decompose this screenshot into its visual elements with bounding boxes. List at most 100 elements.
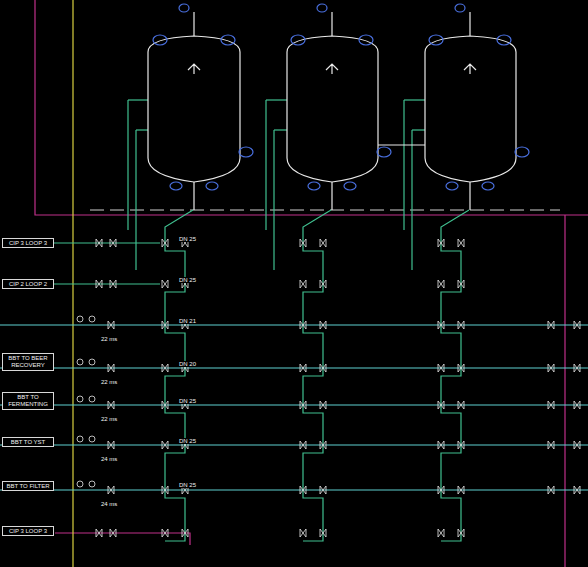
valve-symbol [108, 441, 114, 449]
pipe-size: DN 25 [178, 398, 197, 404]
gauge-symbol [77, 481, 83, 487]
gauge-tag: 22 ms [100, 379, 118, 385]
gauge-symbol [89, 436, 95, 442]
valve-symbol [548, 321, 580, 329]
valve-symbol [162, 280, 168, 288]
boundary-line [90, 209, 560, 210]
box-label: CIP 3 LOOP 3 [5, 240, 51, 247]
valve-symbol [320, 529, 326, 537]
source-box: BBT TO FILTER [2, 481, 54, 492]
box-label: CIP 2 LOOP 2 [5, 281, 51, 288]
gauge-symbol [77, 359, 83, 365]
gauge-tag: 22 ms [100, 416, 118, 422]
source-box: CIP 3 LOOP 3 [2, 238, 54, 249]
source-box: CIP 2 LOOP 2 [2, 279, 54, 290]
valve-symbol [162, 239, 168, 247]
valve-symbol [458, 529, 464, 537]
valve-symbol [548, 364, 580, 372]
source-box: BBT TO FERMENTING [2, 392, 54, 410]
valve-symbol [96, 239, 116, 247]
valve-symbol [458, 239, 464, 247]
valve-symbol [320, 441, 326, 449]
gauge-symbol [77, 396, 83, 402]
valve-symbol [438, 401, 444, 409]
valve-symbol [320, 486, 326, 494]
pipe-size: DN 21 [178, 318, 197, 324]
valve-symbol [96, 529, 116, 537]
valve-symbol [458, 280, 464, 288]
valve-symbol [300, 401, 306, 409]
tanks [148, 12, 516, 210]
source-box: BBT TO YST [2, 437, 54, 448]
zigzag-pipe [165, 210, 193, 541]
valve-symbol [458, 364, 464, 372]
valve-symbol [458, 486, 464, 494]
valve-symbol [300, 280, 306, 288]
gauge-symbol [77, 436, 83, 442]
valve-symbol [548, 401, 580, 409]
valve-symbol [320, 401, 326, 409]
valve-symbol [438, 529, 444, 537]
valve-symbol [438, 239, 444, 247]
pipe-size: DN 25 [178, 438, 197, 444]
valve-symbol [438, 441, 444, 449]
valve-symbol [300, 529, 306, 537]
valve-symbol [320, 239, 326, 247]
valve-symbol [108, 486, 114, 494]
gauge-tag: 24 ms [100, 456, 118, 462]
valve-symbol [108, 321, 114, 329]
gauge-symbol [89, 481, 95, 487]
valve-symbol [438, 486, 444, 494]
valve-symbol [162, 321, 168, 329]
valve-symbol [548, 486, 580, 494]
valve-matrix [77, 210, 580, 541]
valve-symbol [108, 364, 114, 372]
valve-symbol [300, 441, 306, 449]
pipe-size: DN 25 [178, 236, 197, 242]
box-label: CIP 3 LOOP 3 [5, 528, 51, 535]
zigzag-pipe [441, 210, 469, 541]
gauge-tag: 24 ms [100, 501, 118, 507]
valve-symbol [300, 239, 306, 247]
pipe-size: DN 25 [178, 482, 197, 488]
valve-symbol [458, 401, 464, 409]
drain-line [564, 215, 565, 567]
valve-symbol [548, 441, 580, 449]
gauge-symbol [89, 396, 95, 402]
valve-symbol [108, 401, 114, 409]
source-box: BBT TO BEER RECOVERY [2, 353, 54, 371]
box-label: BBT TO YST [5, 439, 51, 446]
gauge-symbol [77, 316, 83, 322]
gauge-symbol [89, 316, 95, 322]
source-box: CIP 3 LOOP 3 [2, 526, 54, 537]
valve-symbol [438, 364, 444, 372]
valve-symbol [300, 321, 306, 329]
pipe-size: DN 20 [178, 361, 197, 367]
valve-symbol [162, 364, 168, 372]
gauge-symbol [89, 359, 95, 365]
box-label: BBT TO FERMENTING [5, 394, 51, 408]
product-pipes [0, 325, 588, 490]
valve-symbol [438, 321, 444, 329]
tank-nozzles [153, 4, 529, 190]
valve-symbol [320, 321, 326, 329]
return-line [55, 533, 190, 545]
box-label: BBT TO FILTER [5, 483, 51, 490]
valve-symbol [320, 280, 326, 288]
valve-symbol [162, 486, 168, 494]
valve-symbol [96, 280, 116, 288]
valve-symbol [300, 364, 306, 372]
valve-symbol [162, 401, 168, 409]
valve-symbol [182, 529, 188, 537]
box-label: BBT TO BEER RECOVERY [5, 355, 51, 369]
pipe-size: DN 25 [178, 277, 197, 283]
drain-line [35, 0, 588, 215]
valve-symbol [162, 441, 168, 449]
valve-symbol [162, 529, 168, 537]
zigzag-pipe [303, 210, 331, 541]
gauge-tag: 22 ms [100, 336, 118, 342]
valve-symbol [438, 280, 444, 288]
valve-symbol [300, 486, 306, 494]
